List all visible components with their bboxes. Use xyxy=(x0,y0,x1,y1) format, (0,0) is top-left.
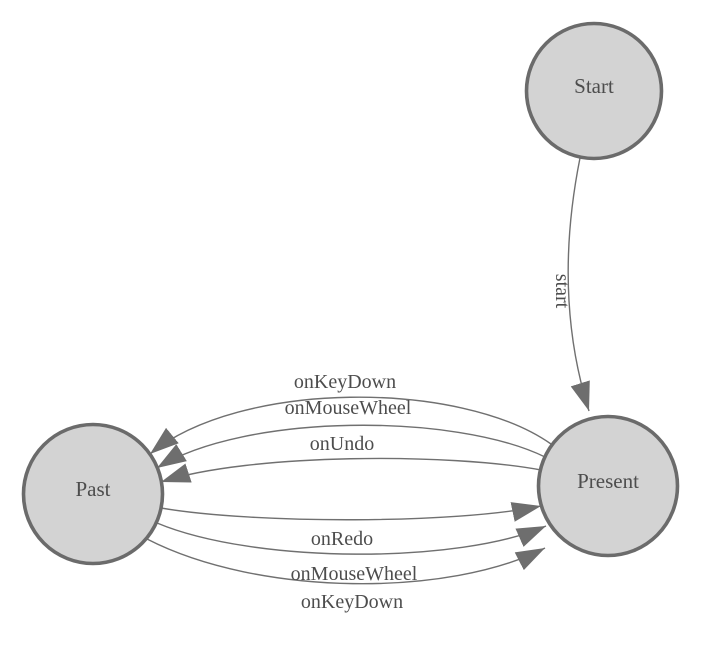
state-node-start xyxy=(524,21,664,161)
edge-onkeydown-past-to-present xyxy=(146,538,546,585)
edge-onkeydown-present-to-past xyxy=(149,396,552,455)
edge-label-onmousewheel-lower: onMouseWheel xyxy=(291,563,418,585)
edge-onmousewheel-past-to-present xyxy=(156,522,547,555)
edge-onmousewheel-present-to-past xyxy=(156,424,546,469)
edge-label-onkeydown-upper: onKeyDown xyxy=(294,371,396,393)
edge-label-onundo: onUndo xyxy=(310,433,374,455)
state-node-present xyxy=(536,414,680,558)
edge-start-to-present xyxy=(567,157,590,412)
edge-onundo-present-to-past xyxy=(160,457,542,483)
edge-label-start: start xyxy=(551,274,573,309)
edge-onredo-past-to-present xyxy=(160,502,542,522)
state-node-present-label: Present xyxy=(577,469,639,493)
edge-label-onmousewheel-upper: onMouseWheel xyxy=(285,397,412,419)
state-node-start-label: Start xyxy=(574,74,614,98)
edge-label-onkeydown-lower: onKeyDown xyxy=(301,591,403,613)
state-node-past-label: Past xyxy=(75,477,110,501)
state-node-past xyxy=(21,422,165,566)
edge-label-onredo: onRedo xyxy=(311,528,373,550)
